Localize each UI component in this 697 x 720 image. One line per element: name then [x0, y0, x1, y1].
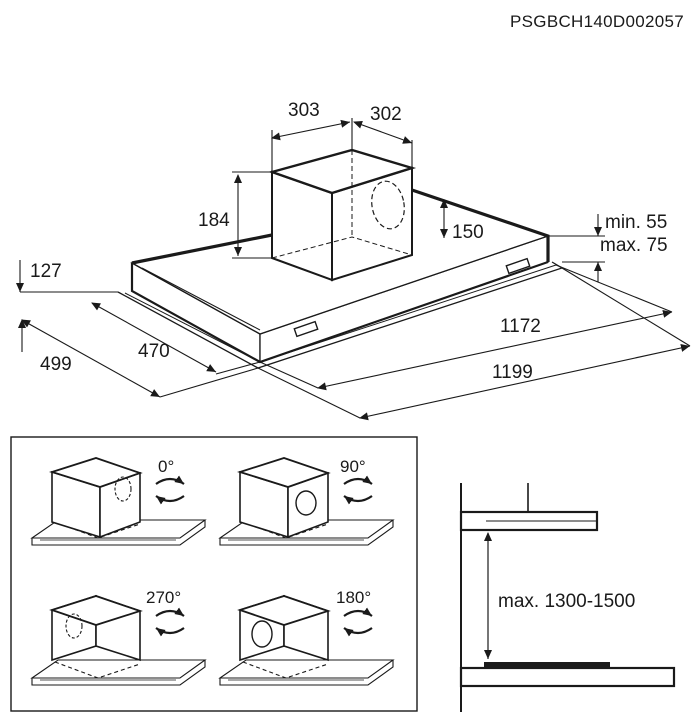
installation-height-label: max. 1300-1500: [498, 591, 635, 612]
dim-gap-min: min. 55: [605, 212, 667, 233]
dim-150: 150: [452, 222, 484, 243]
dim-470: 470: [138, 341, 170, 362]
dim-127: 127: [30, 261, 62, 282]
orientation-0: [30, 457, 207, 546]
dim-1172: 1172: [500, 316, 541, 337]
dimension-lines: [16, 118, 691, 421]
dim-499: 499: [40, 354, 72, 375]
installation-height-drawing: [459, 483, 676, 712]
rotate-icon: [343, 475, 373, 505]
orientation-90: [218, 457, 395, 546]
rotate-icon: [155, 607, 185, 637]
dim-184: 184: [198, 210, 230, 231]
dim-302: 302: [370, 104, 402, 125]
dim-303: 303: [288, 100, 320, 121]
hood-drawing: [117, 148, 564, 369]
angle-label-180: 180°: [336, 588, 371, 607]
rotate-icon: [343, 607, 373, 637]
angle-label-90: 90°: [340, 457, 366, 476]
orientation-180: [218, 594, 395, 686]
angle-label-0: 0°: [158, 457, 174, 476]
angle-label-270: 270°: [146, 588, 181, 607]
dim-1199: 1199: [492, 362, 533, 383]
document-code: PSGBCH140D002057: [510, 12, 684, 31]
rotate-icon: [155, 475, 185, 505]
orientation-270: [30, 594, 207, 686]
dim-gap-max: max. 75: [600, 235, 668, 256]
